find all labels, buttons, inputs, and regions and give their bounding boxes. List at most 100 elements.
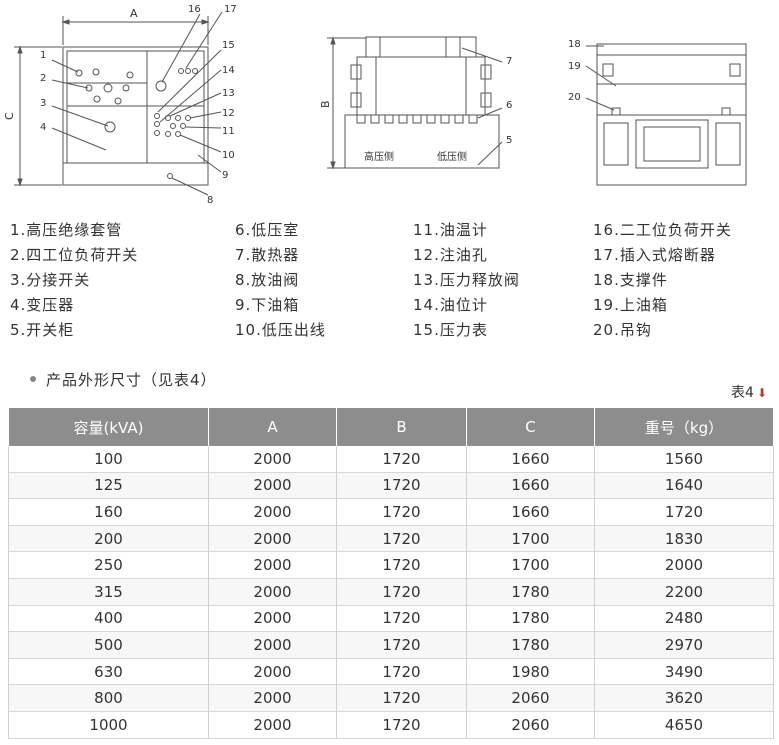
front-view-callouts: A C 1 2 3 4 8 9 10 11 12 13 14 15 16 17 [3,4,237,206]
cell-weight: 3620 [594,684,774,712]
callout-9: 9 [222,170,228,181]
cell-capacity: 500 [8,631,209,659]
callout-5: 5 [506,135,512,146]
legend-item: 8.放油阀 [235,271,300,289]
table-caption: 表4⬇ [731,382,767,402]
cell-weight: 1720 [594,498,774,526]
cell-a: 2000 [208,551,337,579]
legend-item: 2.四工位负荷开关 [10,246,139,264]
cell-b: 1720 [336,711,467,739]
table-header-row: 容量(kVA) A B C 重号（kg） [8,408,774,446]
cell-capacity: 160 [8,498,209,526]
callout-16: 16 [188,4,201,15]
legend-item: 13.压力释放阀 [413,271,520,289]
cell-a: 2000 [208,684,337,712]
cell-a: 2000 [208,631,337,659]
callout-19: 19 [568,61,581,72]
callout-12: 12 [222,108,235,119]
cell-capacity: 100 [8,446,209,473]
section-heading: 产品外形尺寸（见表4） [30,369,217,390]
lv-side-label: 低压侧 [437,150,467,163]
cell-capacity: 200 [8,525,209,552]
cell-weight: 1560 [594,446,774,473]
callout-3: 3 [40,98,46,109]
hv-side-label: 高压侧 [364,150,394,163]
legend-item: 3.分接开关 [10,271,91,289]
cell-capacity: 1000 [8,711,209,739]
callout-14: 14 [222,65,235,76]
cell-c: 2060 [466,684,595,712]
legend-item: 20.吊钩 [593,321,652,339]
column-header-capacity: 容量(kVA) [8,408,209,446]
legend-item: 17.插入式熔断器 [593,246,716,264]
callout-7: 7 [506,56,512,67]
cell-capacity: 800 [8,684,209,712]
cell-b: 1720 [336,498,467,526]
column-header-weight: 重号（kg） [594,408,774,446]
cell-c: 1780 [466,578,595,606]
cell-c: 1700 [466,551,595,579]
legend-item: 7.散热器 [235,246,300,264]
cell-capacity: 125 [8,472,209,499]
legend-column-4: 16.二工位负荷开关 17.插入式熔断器 18.支撑件 19.上油箱 20.吊钩 [593,218,732,343]
legend-item: 14.油位计 [413,296,488,314]
legend-item: 15.压力表 [413,321,488,339]
drawings-svg: A C 1 2 3 4 8 9 10 11 12 13 14 15 16 17 [3,4,747,206]
callout-6: 6 [506,100,512,111]
cell-a: 2000 [208,525,337,552]
cell-b: 1720 [336,472,467,499]
callout-4: 4 [40,122,46,133]
legend-item: 12.注油孔 [413,246,488,264]
dim-label-c: C [3,112,16,120]
technical-drawings: A C 1 2 3 4 8 9 10 11 12 13 14 15 16 17 [0,0,779,210]
cell-b: 1720 [336,551,467,579]
cell-b: 1720 [336,578,467,606]
legend-column-1: 1.高压绝缘套管 2.四工位负荷开关 3.分接开关 4.变压器 5.开关柜 [10,218,138,343]
cell-capacity: 400 [8,605,209,632]
table-caption-text: 表4 [731,385,754,401]
callout-2: 2 [40,73,46,84]
cell-capacity: 630 [8,658,209,685]
legend-item: 16.二工位负荷开关 [593,221,732,239]
cell-c: 2060 [466,711,595,739]
callout-8: 8 [207,195,213,206]
cell-capacity: 315 [8,578,209,606]
cell-capacity: 250 [8,551,209,579]
section-heading-text: 产品外形尺寸（见表4） [46,371,217,389]
legend-item: 18.支撑件 [593,271,668,289]
cell-a: 2000 [208,498,337,526]
cell-c: 1660 [466,472,595,499]
component-legend: 1.高压绝缘套管 2.四工位负荷开关 3.分接开关 4.变压器 5.开关柜 6.… [10,218,770,348]
legend-item: 9.下油箱 [235,296,300,314]
cell-b: 1720 [336,631,467,659]
callout-15: 15 [222,40,235,51]
cell-c: 1660 [466,498,595,526]
cell-weight: 2480 [594,605,774,632]
callout-20: 20 [568,92,581,103]
legend-item: 4.变压器 [10,296,75,314]
cell-c: 1780 [466,605,595,632]
callout-10: 10 [222,150,235,161]
cell-b: 1720 [336,658,467,685]
legend-item: 5.开关柜 [10,321,75,339]
callout-13: 13 [222,88,235,99]
dim-label-a: A [130,7,138,20]
cell-b: 1720 [336,684,467,712]
cell-a: 2000 [208,711,337,739]
cell-weight: 4650 [594,711,774,739]
legend-item: 19.上油箱 [593,296,668,314]
download-arrow-icon[interactable]: ⬇ [756,386,767,400]
cell-b: 1720 [336,605,467,632]
cell-weight: 2970 [594,631,774,659]
cell-weight: 1830 [594,525,774,552]
